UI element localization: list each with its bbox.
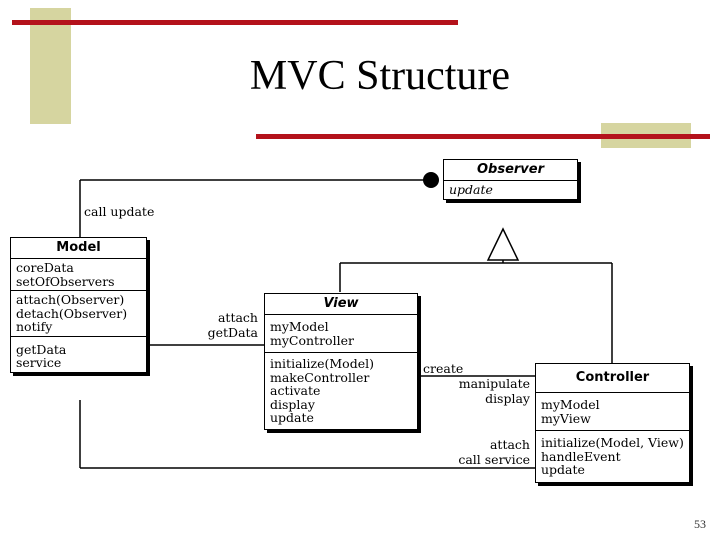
model-operations-2: getData service — [11, 337, 146, 372]
view-attribute: myController — [270, 332, 354, 348]
view-operation: display — [270, 396, 315, 412]
view-operation: activate — [270, 383, 321, 398]
view-operations: initialize(Model) makeController activat… — [265, 353, 417, 429]
view-class: View myModel myController initialize(Mod… — [264, 293, 418, 430]
red-bar-top — [12, 20, 458, 25]
model-operation: detach(Observer) — [16, 305, 128, 321]
call-update-label: call update — [84, 204, 155, 219]
model-operation: notify — [16, 319, 53, 334]
controller-operation: handleEvent — [541, 448, 621, 464]
manipulate-label: manipulate — [458, 376, 530, 391]
slide-title: MVC Structure — [249, 53, 511, 99]
controller-class-name: Controller — [536, 364, 689, 393]
view-attributes: myModel myController — [265, 315, 417, 353]
model-attribute: setOfObservers — [16, 273, 115, 289]
model-operation: service — [16, 355, 62, 370]
page-number: 53 — [694, 517, 706, 531]
attach-label: attach — [217, 310, 258, 325]
model-attributes: coreData setOfObservers — [11, 259, 146, 291]
controller-operation: initialize(Model, View) — [541, 435, 684, 450]
get-data-label: getData — [207, 325, 258, 340]
display-label: display — [485, 391, 530, 406]
create-label: create — [423, 361, 464, 376]
observer-operation: update — [449, 182, 493, 197]
red-bar-bottom — [256, 134, 710, 139]
view-operation: update — [270, 410, 314, 425]
controller-operations: initialize(Model, View) handleEvent upda… — [536, 431, 689, 482]
inheritance-triangle — [486, 227, 520, 261]
observer-operations: update — [444, 181, 577, 199]
model-operation: attach(Observer) — [16, 292, 125, 307]
tan-bar-left — [30, 8, 71, 124]
observer-class: Observer update — [443, 159, 578, 200]
controller-attributes: myModel myView — [536, 393, 689, 431]
view-attribute: myModel — [270, 319, 329, 334]
attach-service-label: attach — [489, 437, 530, 452]
model-class-name: Model — [11, 238, 146, 259]
model-attribute: coreData — [16, 260, 74, 275]
observer-class-name: Observer — [444, 160, 577, 181]
controller-attribute: myView — [541, 410, 591, 426]
view-class-name: View — [265, 294, 417, 315]
observer-association-dot — [423, 172, 439, 188]
model-operation: getData — [16, 341, 67, 357]
controller-attribute: myModel — [541, 397, 600, 412]
model-class: Model coreData setOfObservers attach(Obs… — [10, 237, 147, 373]
call-service-label: call service — [458, 452, 530, 467]
controller-class: Controller myModel myView initialize(Mod… — [535, 363, 690, 483]
controller-operation: update — [541, 462, 585, 477]
view-operation: makeController — [270, 369, 370, 385]
model-operations: attach(Observer) detach(Observer) notify — [11, 291, 146, 337]
view-operation: initialize(Model) — [270, 356, 374, 371]
